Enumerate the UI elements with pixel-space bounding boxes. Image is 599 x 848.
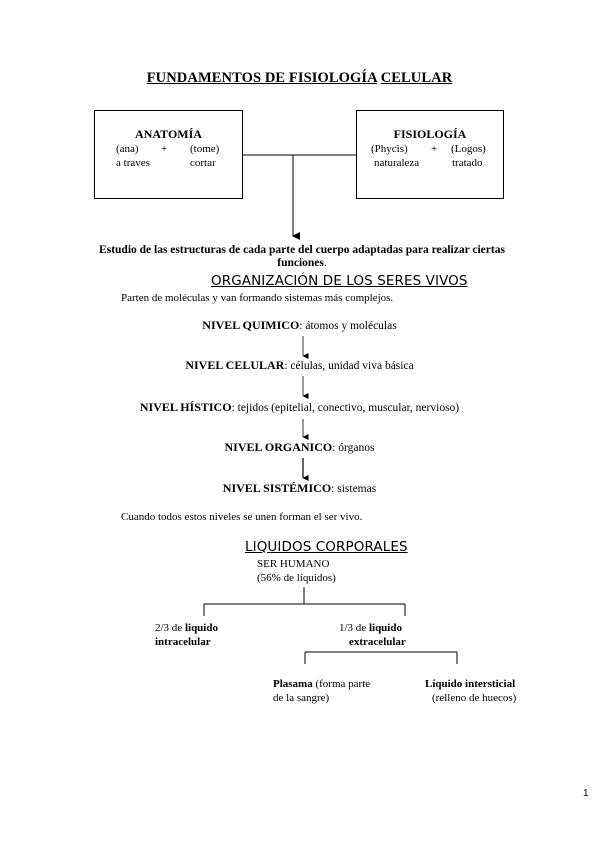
organizacion-conclusion: Cuando todos estos niveles se unen forma… (121, 511, 363, 523)
liquidos-heading: LIQUIDOS CORPORALES (245, 539, 408, 555)
title-part1: FUNDAMENTOS DE FISIOLOGÍA (146, 70, 377, 86)
level-sistemico: NIVEL SISTÉMICO: sistemas (0, 481, 599, 496)
fisiologia-plus: + (431, 143, 438, 155)
level-organico: NIVEL ORGANICO: órganos (0, 440, 599, 455)
anatomia-heading: ANATOMÍA (135, 127, 202, 141)
plasma: Plasama (forma parte de la sangre) (273, 678, 371, 704)
level-name: NIVEL CELULAR (185, 358, 285, 372)
level-quimico: NIVEL QUIMICO: átomos y moléculas (0, 318, 599, 333)
level-desc: : sistemas (331, 483, 377, 495)
fisiologia-logos: (Logos) (451, 143, 486, 155)
fisiologia-box: FISIOLOGÍA (Phycis) + (Logos) naturaleza… (356, 110, 504, 199)
level-name: NIVEL ORGANICO (224, 440, 333, 454)
definition-line2: funciones. (277, 257, 327, 269)
definition-line1: Estudio de las estructuras de cada parte… (99, 244, 505, 256)
liquido-intracelular: 2/3 de liquido intracelular (155, 622, 218, 648)
fisiologia-phycis: (Phycis) (371, 143, 408, 155)
level-name: NIVEL QUIMICO (202, 318, 300, 332)
organizacion-heading: ORGANIZACIÓN DE LOS SERES VIVOS (211, 273, 468, 289)
level-celular: NIVEL CELULAR: células, unidad viva bási… (0, 358, 599, 373)
level-desc: : células, unidad viva básica (284, 360, 414, 372)
level-desc: : tejidos (epitelial, conectivo, muscula… (231, 402, 460, 414)
anatomia-tome: (tome) (190, 143, 220, 155)
fisiologia-tratado: tratado (452, 157, 483, 169)
anatomia-plus: + (161, 143, 168, 155)
level-desc: : átomos y moléculas (299, 320, 397, 332)
level-desc: : órganos (332, 442, 375, 454)
anatomia-box: ANATOMÍA (ana) + (tome) a traves cortar (94, 110, 243, 199)
liquido-extracelular: 1/3 de liquido extracelular (339, 622, 406, 648)
organizacion-intro: Parten de moléculas y van formando siste… (121, 292, 394, 304)
fisiologia-naturaleza: naturaleza (374, 157, 420, 169)
anatomia-cortar: cortar (190, 157, 216, 169)
anatomia-ana: (ana) (116, 143, 139, 155)
anatomia-atraves: a traves (116, 157, 150, 169)
page-title: FUNDAMENTOS DE FISIOLOGÍA CELULAR (0, 70, 599, 87)
level-name: NIVEL HÍSTICO (139, 400, 232, 414)
definition-text: Estudio de las estructuras de cada parte… (82, 244, 522, 270)
liquidos-root-line2: (56% de líquidos) (257, 572, 336, 584)
liquido-intersticial: Líquido intersticial (relleno de huecos) (425, 678, 517, 704)
fisiologia-heading: FISIOLOGÍA (393, 127, 467, 141)
page-number: 1 (583, 788, 589, 799)
liquidos-root-line1: SER HUMANO (257, 558, 330, 570)
level-name: NIVEL SISTÉMICO (222, 481, 332, 495)
level-histico: NIVEL HÍSTICO: tejidos (epitelial, conec… (0, 400, 599, 415)
title-part2: CELULAR (380, 70, 453, 86)
